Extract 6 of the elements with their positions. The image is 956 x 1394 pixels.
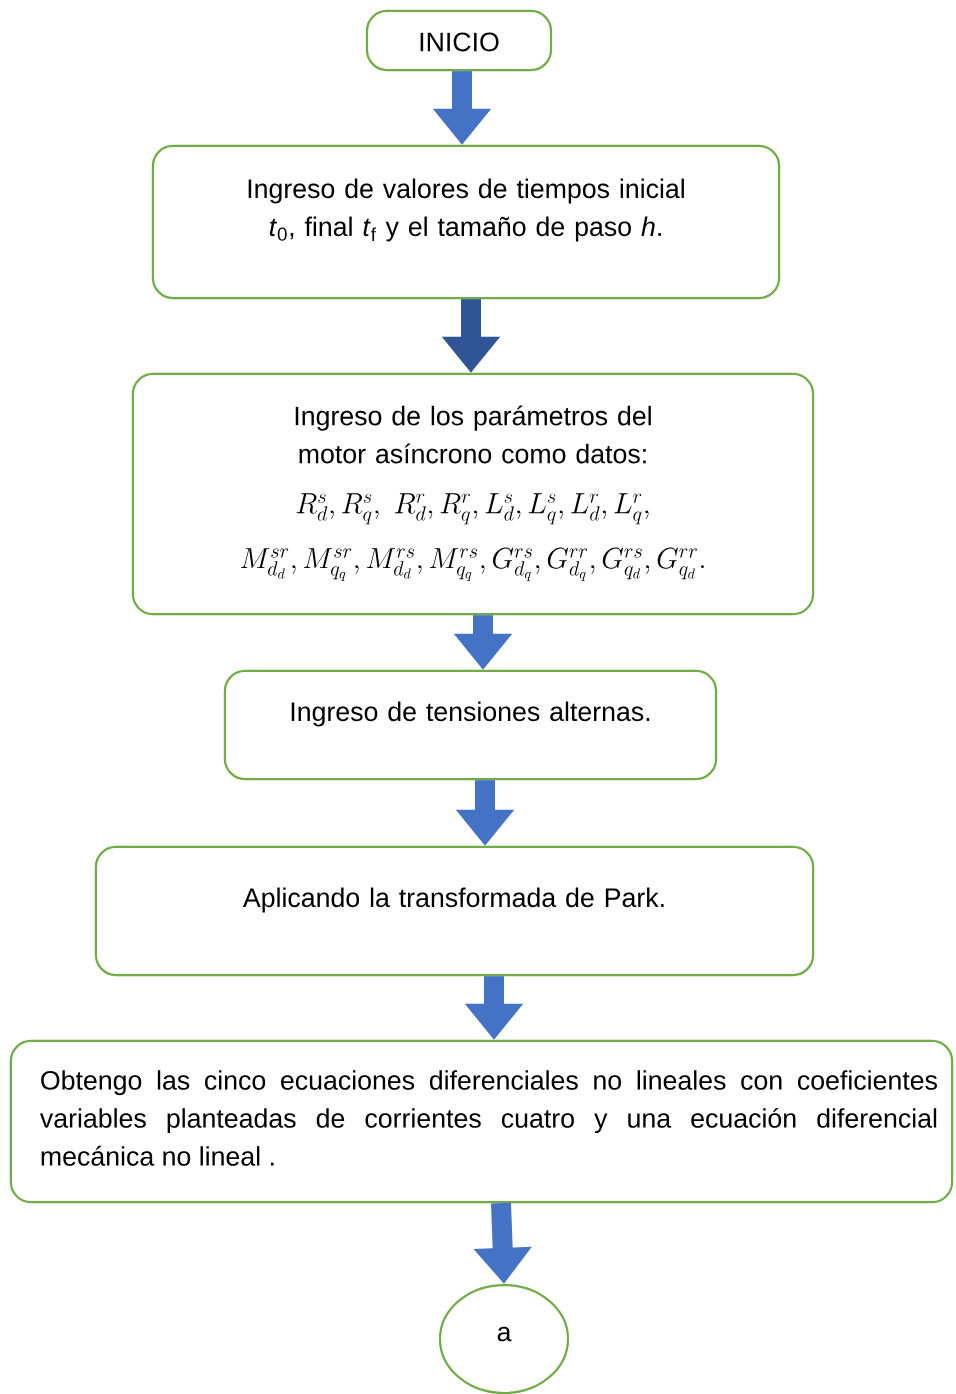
process-box: Ingreso de los parámetros del motor asíncrono como datos: $\begin{array}{c} R^{s}_{d}, R^{s}_{q},\; R^{r}_{d}, R^{r}_{q}, L^{s}_{d}, L^{s}_{q}, L^{r}_{d}, L^{r}_{q}, \\ M^{sr}_{d_{d}}, M^{sr}_{q_{q}}, M^{rs}_{d_{d}}, M^{rs}_{q_{q}}, G^{rs}_{d_{q}}, G^{rr}_{d_{q}}, G^{rs}_{q_{d}}, G^{rr}_{q_{d}}. \end{array}$ [131,372,815,616]
process-box: Aplicando la transformada de Park. [94,845,815,977]
process-box: INICIO [365,9,553,72]
process-box: Obtengo las cinco ecuaciones diferenciales no lineales con coeficientes variables planteadas de corrientes cuatro y una ecuación diferencial mecánica no lineal . [9,1039,954,1204]
process-box: Ingreso de tensiones alternas. [223,669,718,781]
process-box: Ingreso de valores de tiempos inicial t$_{0}$, final t$_{f}$ y el tamaño de paso h. [151,144,781,300]
